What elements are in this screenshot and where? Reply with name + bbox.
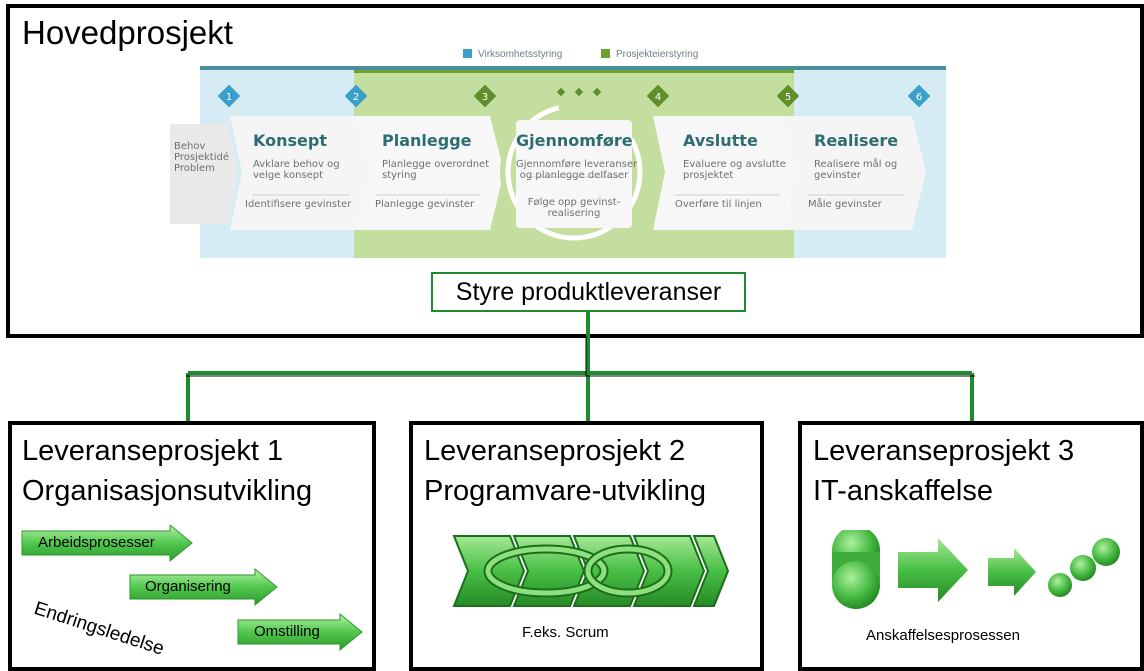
arrow-label-arbeidsprosesser: Arbeidsprosesser xyxy=(38,534,155,551)
scrum-caption: F.eks. Scrum xyxy=(522,624,609,641)
arrow-label-organisering: Organisering xyxy=(145,578,231,595)
phase-title-realisere: Realisere xyxy=(814,131,899,150)
phase-goal-gjennomfore: Følge opp gevinst- realisering xyxy=(527,197,621,219)
arrow-arbeidsprosesser xyxy=(21,525,193,563)
milestone-number: 2 xyxy=(353,92,359,103)
phase-title-planlegge: Planlegge xyxy=(382,131,472,150)
subproject-1-arrows xyxy=(21,525,363,652)
phase-chevron-avslutte xyxy=(653,116,804,230)
legend-swatch-blue xyxy=(463,49,472,58)
procurement-circle-bottom xyxy=(832,561,880,609)
phase-title-gjennomfore: Gjennomføre xyxy=(516,131,633,150)
green-top-line xyxy=(354,70,794,73)
subproject-1-subtitle: Organisasjonsutvikling xyxy=(22,475,313,507)
subproject-2-title: Leveranseprosjekt 2 xyxy=(424,435,686,467)
phase-goal-avslutte: Overføre til linjen xyxy=(675,199,762,210)
phase-chevron-konsept xyxy=(230,116,374,230)
arrow-omstilling xyxy=(237,612,363,652)
phase-goal-realisere: Måle gevinster xyxy=(808,199,882,210)
phase-title-avslutte: Avslutte xyxy=(683,131,758,150)
legend-label: Virksomhetsstyring xyxy=(478,49,563,60)
milestone-number: 6 xyxy=(916,92,922,103)
main-project-title: Hovedprosjekt xyxy=(22,14,233,51)
legend-label: Prosjekteierstyring xyxy=(616,49,699,60)
arrow-organisering xyxy=(129,567,278,607)
phase-desc-konsept: Avklare behov og velge konsept xyxy=(253,159,340,181)
arrow-label-omstilling: Omstilling xyxy=(254,623,320,640)
input-chevron xyxy=(170,124,238,224)
subproject-3-title: Leveranseprosjekt 3 xyxy=(813,435,1075,467)
scrum-graphic xyxy=(452,535,730,607)
milestone-number: 4 xyxy=(655,92,661,103)
procurement-caption: Anskaffelsesprosessen xyxy=(866,627,1020,644)
styre-produktleveranser-box: Styre produktleveranser xyxy=(431,272,746,312)
legend-item-prosjekteierstyring: Prosjekteierstyring xyxy=(601,49,698,60)
milestone-number: 1 xyxy=(226,92,232,103)
phase-desc-planlegge: Planlegge overordnet styring xyxy=(382,159,490,181)
project-model-graphic: 1 2 3 4 5 6 xyxy=(170,66,946,258)
subproject-1-title: Leveranseprosjekt 1 xyxy=(22,435,284,467)
scrum-chevron-5 xyxy=(692,535,730,607)
procurement-graphic xyxy=(832,530,1120,609)
procurement-dot-3 xyxy=(1092,538,1120,566)
phase-desc-realisere: Realisere mål og gevinster xyxy=(814,159,898,181)
scrum-loop-2-hl xyxy=(585,546,671,596)
procurement-dot-2 xyxy=(1070,555,1096,581)
procurement-dot-1 xyxy=(1048,573,1072,597)
subproject-3-subtitle: IT-anskaffelse xyxy=(813,475,994,507)
milestone-number: 3 xyxy=(482,92,488,103)
procurement-arrow-small xyxy=(988,548,1036,596)
phase-goal-planlegge: Planlegge gevinster xyxy=(375,199,475,210)
phase-title-konsept: Konsept xyxy=(253,131,327,150)
subproject-2-subtitle: Programvare-utvikling xyxy=(424,475,707,507)
milestone-number: 5 xyxy=(785,92,791,103)
phase-desc-gjennomfore: Gjennomføre leveranser og planlegge delf… xyxy=(516,159,638,181)
phase-chevron-planlegge xyxy=(355,116,504,230)
scrum-loop-1-hl xyxy=(485,546,607,596)
top-line xyxy=(200,66,946,70)
phase-desc-avslutte: Evaluere og avslutte prosjektet xyxy=(683,159,786,181)
legend-item-virksomhetsstyring: Virksomhetsstyring xyxy=(463,49,562,60)
procurement-arrow-large xyxy=(898,538,968,602)
phase-chevron-realisere xyxy=(785,116,926,230)
input-list: Behov Prosjektidé Problem xyxy=(174,141,229,174)
phase-box-gjennomfore xyxy=(516,120,632,228)
legend-swatch-green xyxy=(601,49,610,58)
phase-goal-konsept: Identifisere gevinster xyxy=(245,199,352,210)
